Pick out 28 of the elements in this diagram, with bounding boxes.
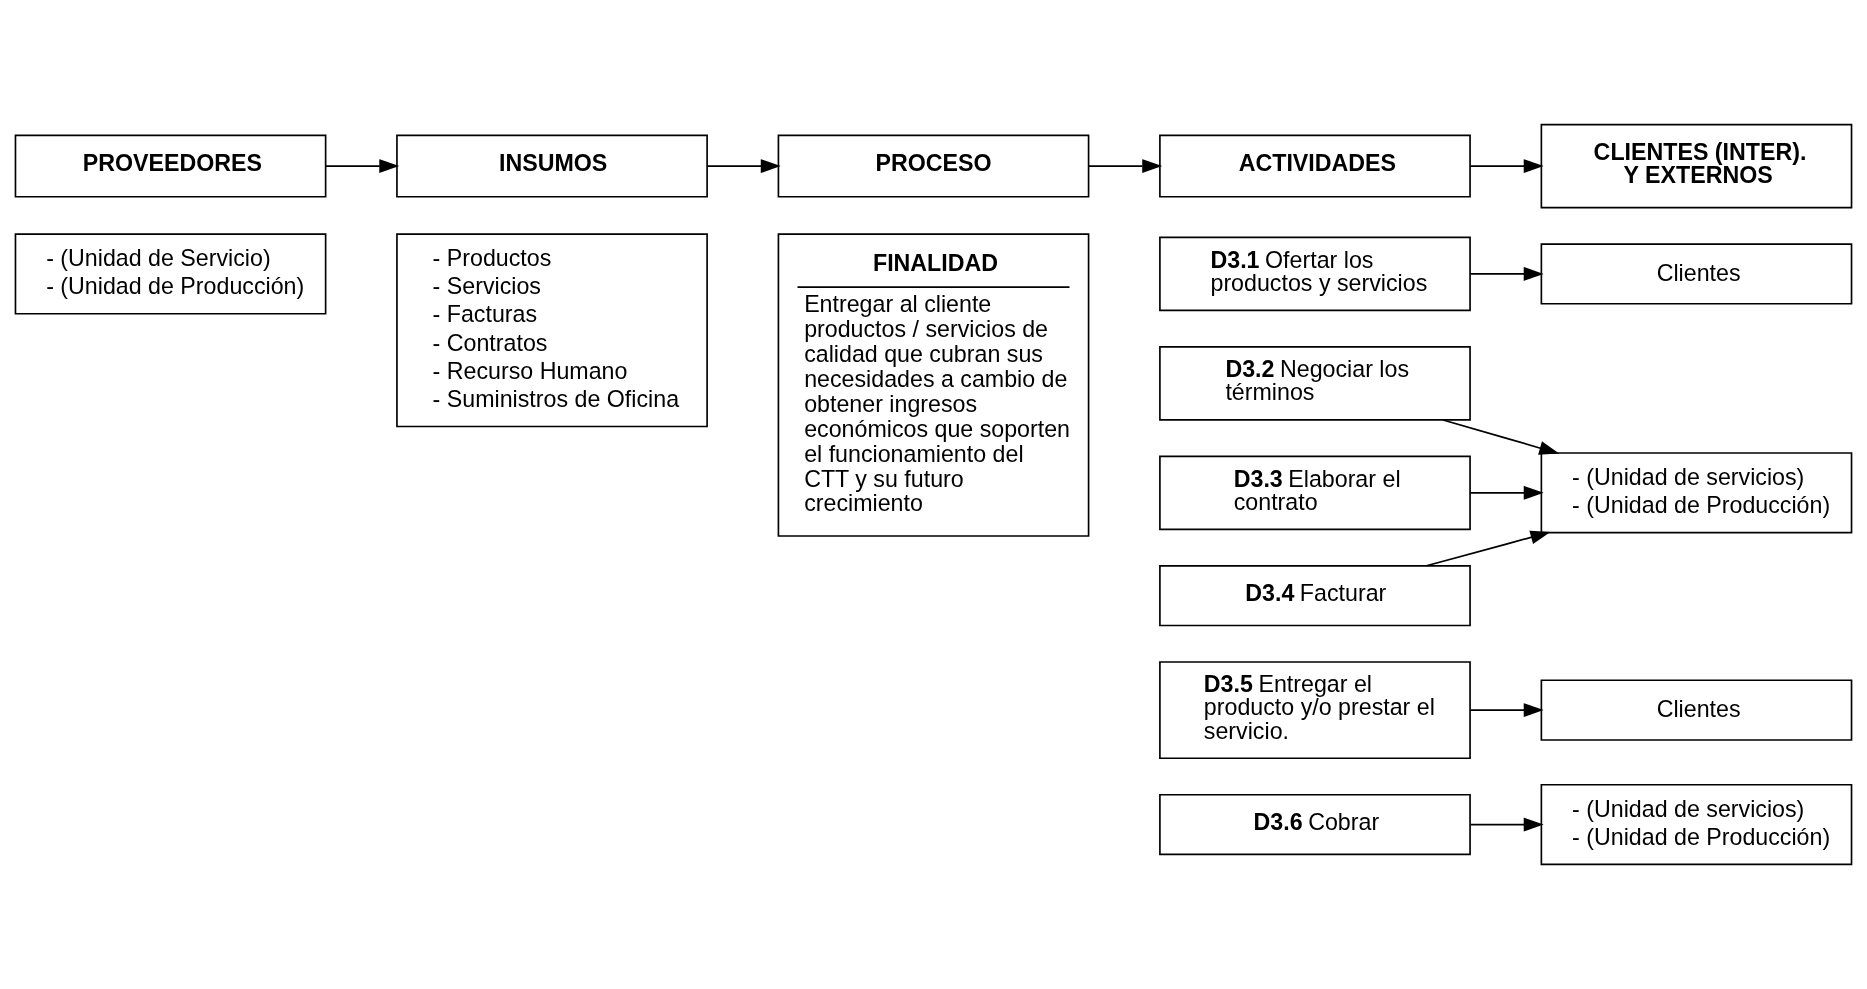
node-box: D3.2 Negociar los términos [1159,346,1471,421]
node-box: CLIENTES (INTER). Y EXTERNOS [1540,123,1853,209]
node-box: D3.4 Facturar [1159,565,1471,627]
node-box: PROCESO [777,134,1090,198]
arrow [706,159,781,174]
arrow [1469,159,1544,174]
node-box: FINALIDAD Entregar al cliente productos / servicios de calidad que cubran sus necesidades a cambio de obtener ingresos económicos que soporten el funcionamiento del CTT y su futuro crecimiento [777,233,1090,537]
node-box: D3.3 Elaborar el contrato [1159,455,1471,531]
arrow [1088,159,1163,174]
node-box: - (Unidad de Servicio) - (Unidad de Producción) [14,233,327,315]
node-box: PROVEEDORES [14,134,327,198]
node-box: - (Unidad de servicios) - (Unidad de Producción) [1540,452,1853,534]
node-box: - Productos - Servicios - Facturas - Contratos - Recurso Humano - Suministros de Oficina [396,233,708,428]
node-box: ACTIVIDADES [1159,134,1471,198]
arrow [1425,530,1551,567]
arrow [1442,419,1560,455]
node-box: INSUMOS [396,134,708,198]
arrow [325,159,400,174]
node-box: Clientes [1540,243,1853,305]
node-box: - (Unidad de servicios) - (Unidad de Producción) [1540,783,1853,866]
node-box: D3.6 Cobrar [1159,793,1471,856]
node-box: Clientes [1540,679,1853,741]
arrow [1469,266,1544,281]
arrow [1469,485,1544,500]
arrow [1469,703,1544,718]
node-box: D3.5 Entregar el producto y/o prestar el servicio. [1159,661,1471,760]
arrow [1469,817,1544,832]
node-box: D3.1 Ofertar los productos y servicios [1159,236,1471,312]
